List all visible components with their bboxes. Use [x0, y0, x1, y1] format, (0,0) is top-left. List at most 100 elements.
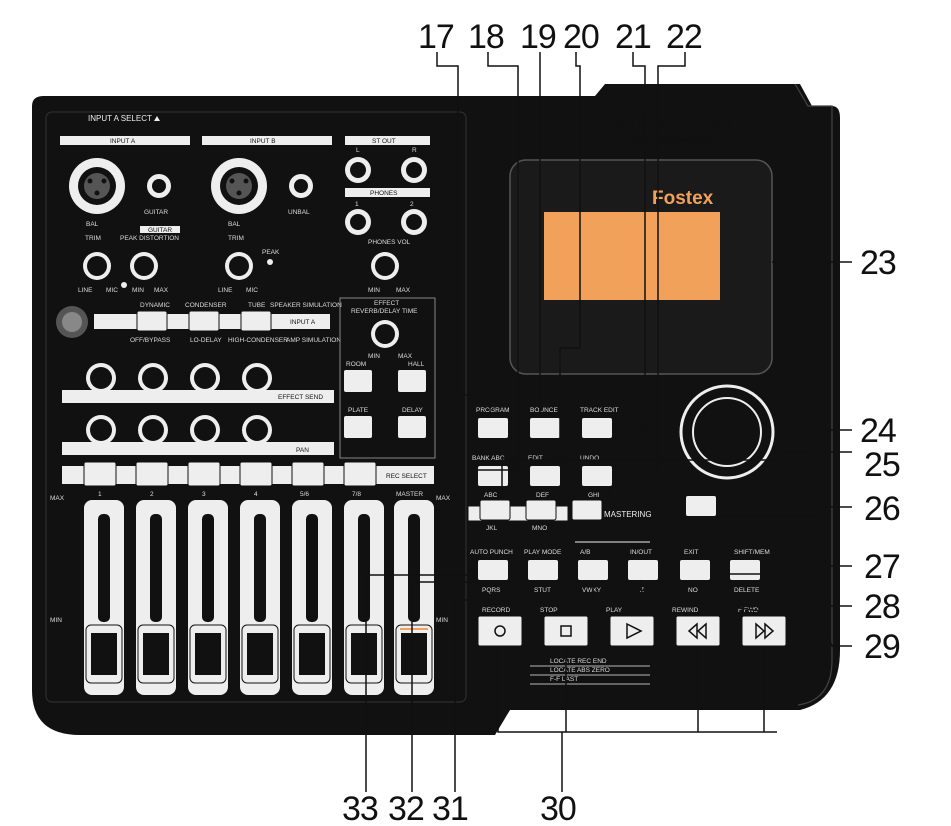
svg-text:PEAK DISTORTION: PEAK DISTORTION: [120, 235, 179, 242]
fader-7-8[interactable]: [344, 500, 384, 695]
svg-text:BAL: BAL: [228, 221, 241, 228]
svg-text:TUBE: TUBE: [248, 302, 266, 309]
fader-5-6[interactable]: [292, 500, 332, 695]
fast-forward-button[interactable]: [741, 615, 787, 647]
button-17[interactable]: [478, 418, 508, 438]
rec-select-button-2[interactable]: [135, 461, 169, 487]
input-select-arrow-icon: [154, 116, 160, 121]
button-18[interactable]: [478, 466, 508, 486]
fast-forward-icon: [755, 622, 766, 640]
fader-2[interactable]: [136, 500, 176, 695]
button-29[interactable]: [628, 560, 658, 580]
svg-text:STUT: STUT: [534, 587, 551, 594]
mic-type-button-2[interactable]: [188, 310, 220, 332]
svg-text:NO: NO: [688, 587, 698, 594]
mastering-label: MASTERING: [604, 510, 652, 519]
svg-text:MIN: MIN: [132, 287, 144, 294]
svg-text:DELAY: DELAY: [402, 407, 423, 414]
phones-title: PHONES: [370, 190, 398, 197]
callout-20: 20: [563, 18, 599, 56]
svg-text:7/8: 7/8: [352, 491, 361, 498]
fader-4[interactable]: [240, 500, 280, 695]
rec-select-button-7-8[interactable]: [343, 461, 377, 487]
svg-text:BANK ABC: BANK ABC: [472, 455, 505, 462]
rec-select-button-3[interactable]: [187, 461, 221, 487]
svg-text:JKL: JKL: [486, 525, 498, 532]
svg-text:SPEAKER SIMULATION: SPEAKER SIMULATION: [270, 302, 342, 309]
pan-label: PAN: [296, 447, 309, 454]
svg-text:MAX: MAX: [436, 495, 451, 502]
svg-text:BAL: BAL: [86, 221, 99, 228]
mic-type-button-1[interactable]: [136, 310, 168, 332]
input-a-title: INPUT A: [110, 138, 136, 145]
svg-text:2: 2: [410, 201, 414, 208]
button-22[interactable]: [582, 466, 612, 486]
svg-text:STOP: STOP: [540, 607, 558, 614]
rewind-button[interactable]: [675, 615, 721, 647]
svg-text:EDIT: EDIT: [528, 455, 543, 462]
svg-text:MIN: MIN: [368, 353, 380, 360]
play-button[interactable]: [609, 615, 655, 647]
plate-button[interactable]: [344, 416, 372, 438]
button-28[interactable]: [730, 560, 760, 580]
rec-select-button-1[interactable]: [83, 461, 117, 487]
mic-type-button-3[interactable]: [240, 310, 272, 332]
button-20[interactable]: [530, 466, 560, 486]
button-31[interactable]: [578, 560, 608, 580]
brand-logo: Fostex: [652, 188, 714, 209]
svg-text:UNBAL: UNBAL: [288, 209, 310, 216]
button-21[interactable]: [582, 418, 612, 438]
svg-text:LOCATE REC END: LOCATE REC END: [550, 658, 607, 665]
stop-button[interactable]: [543, 615, 589, 647]
rec-select-button-5-6[interactable]: [291, 461, 325, 487]
callout-18: 18: [468, 18, 504, 56]
rec-select-label: REC SELECT: [386, 473, 427, 480]
jog-dial[interactable]: [692, 397, 762, 467]
callout-24: 24: [860, 412, 896, 450]
svg-text:SHIFT/MEM: SHIFT/MEM: [734, 549, 770, 556]
button-pqr[interactable]: [571, 499, 603, 521]
leader-lines: [365, 52, 852, 792]
svg-text:UNDO: UNDO: [580, 455, 599, 462]
svg-text:5/6: 5/6: [300, 491, 309, 498]
pan-knobs: [86, 415, 272, 445]
svg-text:REWIND: REWIND: [672, 607, 699, 614]
svg-text:AUTO PUNCH: AUTO PUNCH: [470, 549, 513, 556]
button-26[interactable]: [686, 496, 716, 516]
fader-scale-min: MIN: [50, 617, 62, 624]
callout-23: 23: [860, 244, 896, 282]
svg-text:LOCATE ABS ZERO: LOCATE ABS ZERO: [550, 667, 610, 674]
svg-text:PHONES VOL: PHONES VOL: [368, 239, 411, 246]
hall-button[interactable]: [398, 370, 426, 392]
button-jkl[interactable]: [479, 499, 511, 521]
model-name: MR-8: [616, 108, 680, 138]
svg-text:REVERB/DELAY TIME: REVERB/DELAY TIME: [351, 308, 418, 315]
svg-text:GUITAR: GUITAR: [144, 209, 168, 216]
callouts-right: 23 24 25 26 27 28 29: [860, 244, 901, 666]
svg-text:DELETE: DELETE: [734, 587, 760, 594]
svg-text:MIN: MIN: [368, 287, 380, 294]
send-pan-section: EFFECT SEND PAN: [62, 363, 334, 455]
svg-text:1: 1: [98, 491, 102, 498]
button-mno[interactable]: [525, 499, 557, 521]
model-suffix: mkⅡ: [704, 119, 731, 135]
fader-master[interactable]: [394, 500, 434, 695]
button-27[interactable]: [680, 560, 710, 580]
rec-select-button-4[interactable]: [239, 461, 273, 487]
svg-text:MIC: MIC: [106, 287, 118, 294]
button-play-mode[interactable]: [528, 560, 558, 580]
svg-text:R: R: [412, 147, 417, 154]
fader-3[interactable]: [188, 500, 228, 695]
button-19[interactable]: [530, 418, 560, 438]
svg-text:ROOM: ROOM: [346, 361, 366, 368]
record-button[interactable]: [477, 615, 523, 647]
input-select-label: INPUT A SELECT: [88, 114, 152, 123]
callout-28: 28: [864, 588, 900, 626]
room-button[interactable]: [344, 370, 372, 392]
fader-1[interactable]: [84, 500, 124, 695]
svg-text:OFF/BYPASS: OFF/BYPASS: [130, 337, 171, 344]
st-out-title: ST OUT: [372, 138, 396, 145]
button-32[interactable]: [478, 560, 508, 580]
delay-button[interactable]: [398, 416, 426, 438]
